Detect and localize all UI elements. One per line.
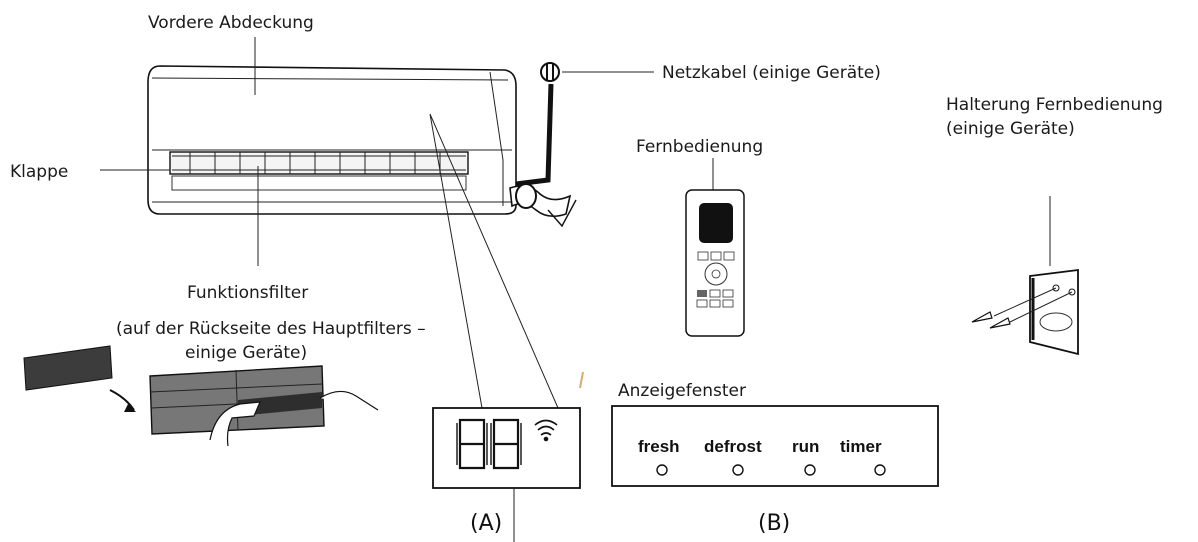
power-cable-label: Netzkabel (einige Geräte) xyxy=(662,63,881,83)
indicator-run-label: run xyxy=(792,437,819,456)
remote-label: Fernbedienung xyxy=(636,137,763,157)
filter-label-line3: einige Geräte) xyxy=(185,343,307,363)
indoor-unit xyxy=(147,62,577,228)
display-panel-b: fresh defrost run timer xyxy=(611,405,939,487)
filter-label-line1: Funktionsfilter xyxy=(187,283,308,303)
indicator-timer-led xyxy=(874,464,886,476)
remote-holder-label-line2: (einige Geräte) xyxy=(946,119,1075,139)
flap-label: Klappe xyxy=(10,162,68,182)
indicator-run-led xyxy=(804,464,816,476)
remote-control-illustration xyxy=(685,189,745,337)
indicator-timer-label: timer xyxy=(840,437,882,456)
drain-hose xyxy=(509,183,577,228)
remote-holder-illustration xyxy=(971,268,1079,356)
indicator-fresh-label: fresh xyxy=(638,437,680,456)
wifi-icon xyxy=(534,419,558,442)
filter-illustration xyxy=(23,345,379,447)
decorative-tick xyxy=(579,371,584,389)
panel-a-label: (A) xyxy=(470,511,502,536)
flap xyxy=(169,151,469,191)
filter-label-line2: (auf der Rückseite des Hauptfilters – xyxy=(116,319,426,339)
display-panel-a xyxy=(432,407,581,542)
indicator-fresh-led xyxy=(656,464,668,476)
front-cover-label: Vordere Abdeckung xyxy=(148,13,314,33)
panel-b-label: (B) xyxy=(758,511,790,536)
indicator-defrost-led xyxy=(732,464,744,476)
remote-holder-label-line1: Halterung Fernbedienung xyxy=(946,95,1163,115)
display-window-label: Anzeigefenster xyxy=(618,381,746,401)
seven-segment-digits xyxy=(456,418,522,470)
display-zoom-lines xyxy=(429,113,559,409)
power-cable xyxy=(515,62,560,187)
indicator-defrost-label: defrost xyxy=(704,437,762,456)
